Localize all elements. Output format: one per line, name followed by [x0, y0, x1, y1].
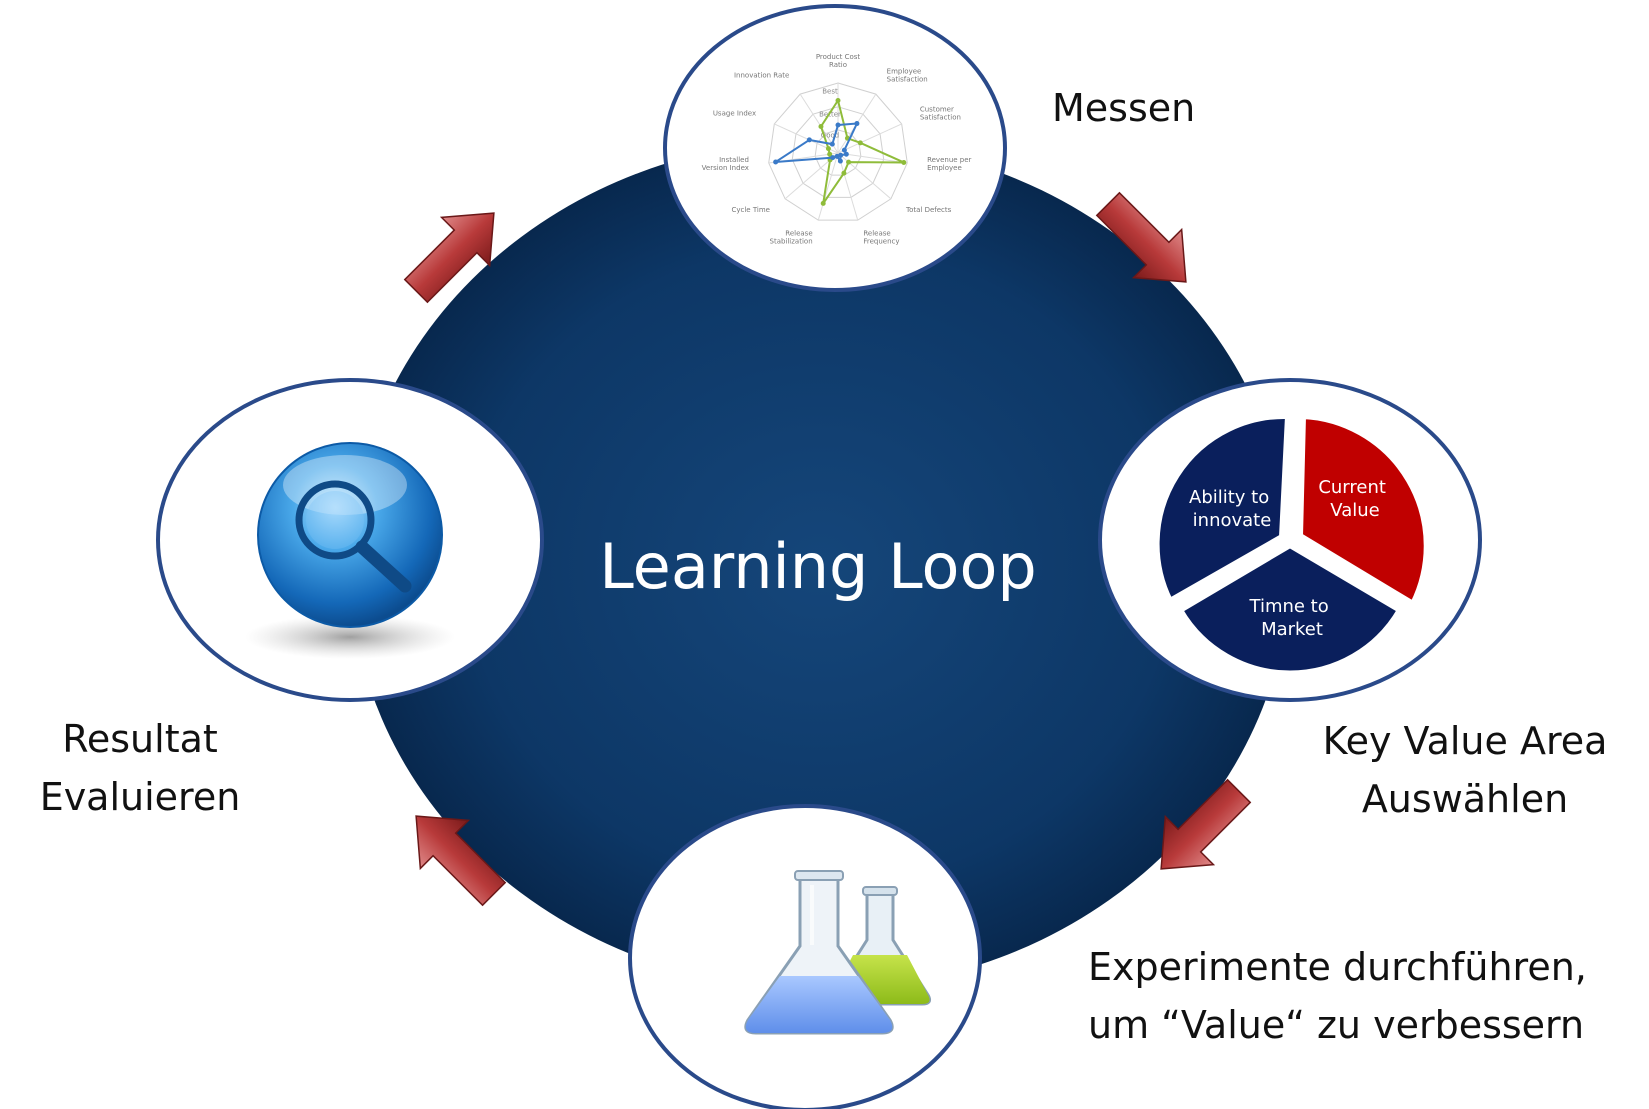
svg-text:Ability to innovate: Ability to innovate: [1189, 487, 1275, 531]
pie-slice-time-to-market: [1175, 541, 1405, 677]
radar-point: [846, 159, 852, 165]
step-label-select-kva-line1: Key Value Area: [1322, 719, 1608, 763]
radar-point: [841, 147, 847, 153]
radar-point: [820, 200, 826, 206]
radar-ring-label: Best: [822, 88, 838, 96]
radar-spoke: [817, 152, 839, 221]
radar-point: [843, 151, 849, 157]
pie-label-ttm-line1: Timne to: [1249, 596, 1329, 617]
step-label-evaluate: Resultat Evaluieren: [20, 710, 260, 826]
step-label-experiment-line2: um “Value“ zu verbessern: [1088, 1003, 1585, 1047]
radar-point: [854, 121, 860, 127]
step-label-experiment-line1: Experimente durchführen,: [1088, 945, 1587, 989]
arrow-top-right-icon: [1095, 191, 1187, 283]
kva-pie-chart: Current Value Ability to innovate Timne …: [1153, 412, 1430, 677]
radar-axis-label: Innovation Rate: [734, 71, 789, 79]
svg-text:Timne to Market: Timne to Market: [1249, 596, 1335, 640]
radar-point: [773, 159, 779, 165]
pie-slice-ability-to-innovate: [1153, 412, 1292, 606]
radar-spoke: [837, 152, 859, 221]
radar-axis-label: Total Defects: [905, 206, 952, 214]
radar-point: [901, 159, 907, 165]
arrow-bottom-left-icon: [415, 815, 507, 907]
radar-spoke: [837, 123, 902, 154]
radar-point: [841, 170, 847, 176]
pie-label-current-line2: Value: [1330, 500, 1379, 521]
radar-ring-label: Better: [819, 111, 841, 119]
radar-ring: [768, 82, 908, 221]
svg-text:Current Value: Current Value: [1318, 477, 1391, 521]
radar-point: [818, 124, 824, 130]
radar-point: [835, 122, 841, 128]
radar-point: [857, 140, 863, 146]
radar-point: [827, 151, 833, 157]
radar-point: [825, 146, 831, 152]
pie-label-ttm-line2: Market: [1261, 619, 1323, 640]
step-label-select-kva: Key Value Area Auswählen: [1310, 712, 1620, 828]
radar-point: [830, 155, 836, 161]
radar-series-line: [775, 122, 859, 164]
step-label-select-kva-line2: Auswählen: [1361, 777, 1569, 821]
pie-label-ability-line2: innovate: [1193, 510, 1272, 531]
step-label-evaluate-line1: Resultat: [62, 717, 218, 761]
radar-axis-label: Cycle Time: [731, 206, 770, 214]
arrow-top-left-icon: [403, 212, 495, 304]
step-label-experiment: Experimente durchführen, um “Value“ zu v…: [1088, 938, 1587, 1054]
loop-disc: [350, 140, 1290, 990]
radar-point: [834, 153, 840, 159]
radar-point: [829, 141, 835, 147]
pie-label-current-line1: Current: [1318, 477, 1386, 498]
center-title: Learning Loop: [599, 530, 1037, 603]
lab-flasks-icon: [744, 870, 931, 1035]
radar-axis-label: Usage Index: [713, 110, 756, 118]
radar-ring-label: Good: [821, 132, 839, 140]
radar-point: [837, 158, 843, 164]
radar-point: [806, 137, 812, 143]
step-label-measure: Messen: [1052, 79, 1195, 137]
radar-spoke: [837, 152, 908, 164]
step-label-measure-text: Messen: [1052, 86, 1196, 130]
pie-slice-current-value: [1296, 412, 1430, 609]
step-label-evaluate-line2: Evaluieren: [39, 775, 241, 819]
radar-ring: [791, 106, 885, 198]
radar-point: [835, 98, 841, 103]
search-icon: [245, 442, 455, 659]
arrow-bottom-right-icon: [1160, 778, 1252, 870]
pie-label-ability-line1: Ability to: [1189, 487, 1269, 508]
